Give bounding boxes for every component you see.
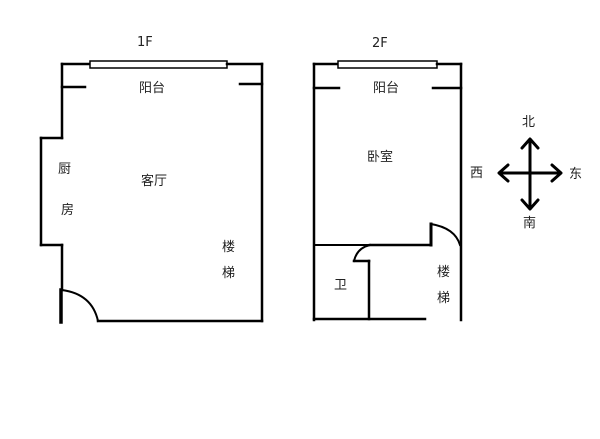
window-1f bbox=[89, 60, 228, 69]
compass-east-label: 东 bbox=[569, 167, 583, 182]
floor-1f-walls bbox=[39, 60, 264, 324]
floor-2f-walls bbox=[312, 60, 463, 322]
room-label-kitchen-2: 房 bbox=[61, 203, 75, 218]
room-label-stairs-2f-1: 楼 bbox=[437, 265, 451, 280]
room-label-balcony-2f: 阳台 bbox=[373, 81, 400, 96]
compass-west-label: 西 bbox=[470, 166, 484, 181]
floor-label-1f: 1F bbox=[137, 35, 153, 50]
compass-arrows-icon bbox=[497, 137, 563, 211]
compass-south-label: 南 bbox=[523, 216, 537, 231]
room-label-stairs-1f-1: 楼 bbox=[222, 240, 236, 255]
compass-north-label: 北 bbox=[522, 115, 536, 130]
room-label-kitchen-1: 厨 bbox=[58, 162, 72, 177]
window-2f bbox=[337, 60, 438, 69]
room-label-living-room: 客厅 bbox=[141, 174, 168, 189]
room-label-bathroom: 卫 bbox=[334, 278, 348, 293]
floor-label-2f: 2F bbox=[372, 36, 388, 51]
room-label-stairs-1f-2: 梯 bbox=[222, 266, 236, 281]
room-label-balcony-1f: 阳台 bbox=[139, 81, 166, 96]
room-label-bedroom: 卧室 bbox=[367, 150, 394, 165]
room-label-stairs-2f-2: 梯 bbox=[437, 291, 451, 306]
